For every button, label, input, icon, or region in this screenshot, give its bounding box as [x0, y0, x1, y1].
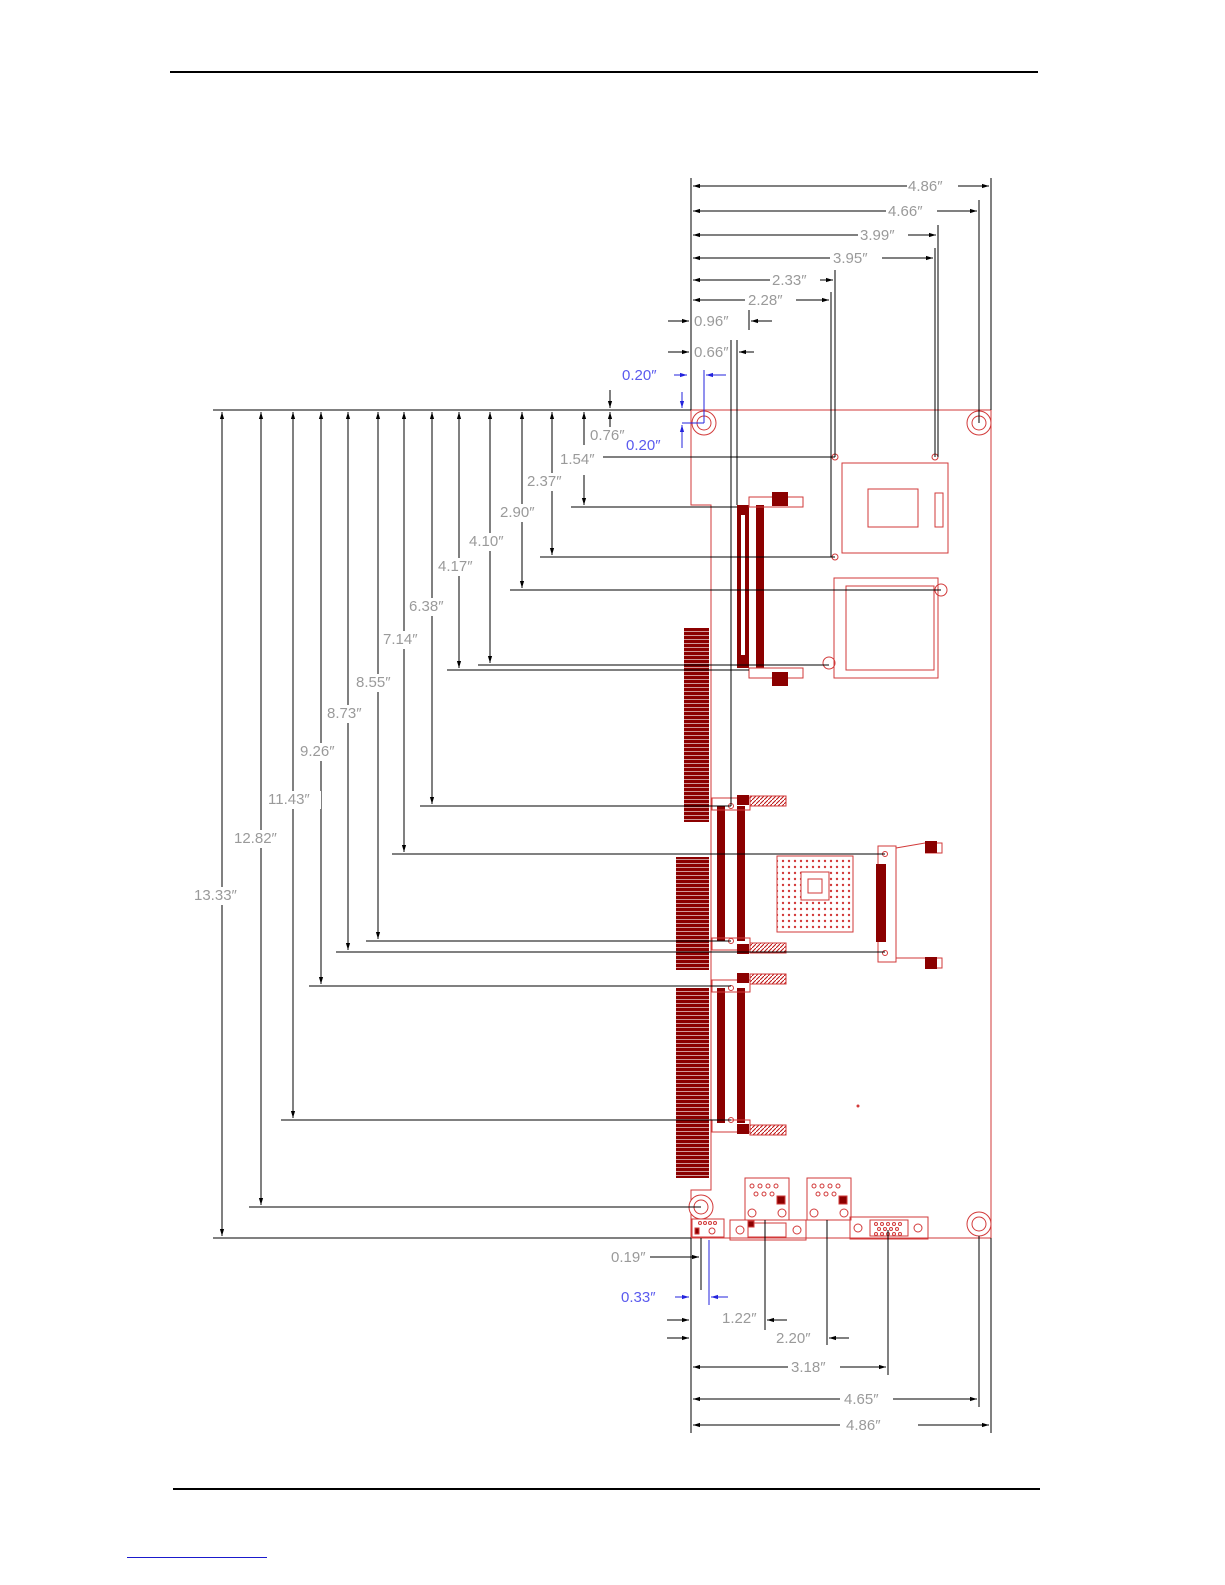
dim-blue-020-side: 0.20″	[626, 437, 661, 454]
connector-j3	[676, 988, 709, 1178]
top-dimensions	[668, 178, 991, 806]
dim-left-638: 6.38″	[409, 598, 444, 615]
dim-top-466: 4.66″	[888, 203, 923, 220]
marker-dot	[857, 1105, 860, 1108]
dim-left-1282: 12.82″	[234, 830, 278, 847]
dim-bottom-318: 3.18″	[791, 1359, 826, 1376]
rj45-connector-2	[807, 1178, 851, 1220]
dim-076: 0.76″	[590, 427, 625, 444]
dim-left-873: 8.73″	[327, 705, 362, 722]
mounting-hole-bottom-right	[967, 1212, 991, 1236]
dim-left-154: 1.54″	[560, 451, 595, 468]
dim-left-410: 4.10″	[469, 533, 504, 550]
dim-left-290: 2.90″	[500, 504, 535, 521]
dim-left-417: 4.17″	[438, 558, 473, 575]
dim-blue-020-top: 0.20″	[622, 367, 657, 384]
connector-j1	[684, 628, 709, 822]
expansion-slot	[876, 841, 942, 969]
board-outline	[691, 410, 991, 1238]
pmc-site-2	[712, 973, 786, 1135]
heatsink-area	[823, 578, 947, 678]
dim-top-399: 3.99″	[860, 227, 895, 244]
dim-left-1143: 11.43″	[268, 791, 310, 808]
dim-left-926: 9.26″	[300, 743, 335, 760]
dim-bottom-220: 2.20″	[776, 1330, 811, 1347]
pmc-site-1	[712, 795, 786, 954]
dim-top-233: 2.33″	[772, 272, 807, 289]
dim-top-096: 0.96″	[694, 313, 729, 330]
top-dimension-labels: 4.86″ 4.66″ 3.99″ 3.95″ 2.33″ 2.28″ 0.96…	[694, 178, 943, 361]
usb-connector	[730, 1220, 806, 1240]
dim-bottom-486: 4.86″	[846, 1417, 881, 1434]
dim-left-237: 2.37″	[527, 473, 562, 490]
vga-connector	[850, 1217, 928, 1239]
left-dimensions	[213, 390, 941, 1238]
rj45-connector-1	[745, 1178, 789, 1220]
dim-bottom-465: 4.65″	[844, 1391, 879, 1408]
bottom-dimensions	[650, 1220, 991, 1433]
dim-bottom-019: 0.19″	[611, 1249, 646, 1266]
dim-left-714: 7.14″	[383, 631, 418, 648]
connector-j2	[676, 857, 709, 970]
dim-top-066: 0.66″	[694, 344, 729, 361]
dim-top-395: 3.95″	[833, 250, 868, 267]
dim-bottom-122: 1.22″	[722, 1310, 757, 1327]
dim-bottom-033: 0.33″	[621, 1289, 656, 1306]
bottom-dimension-labels: 0.19″ 0.33″ 1.22″ 2.20″ 3.18″ 4.65″ 4.86…	[611, 1249, 881, 1434]
status-leds	[692, 1219, 724, 1237]
sodimm-socket-1	[737, 492, 803, 686]
dim-left-855: 8.55″	[356, 674, 391, 691]
bga-chipset	[777, 856, 853, 932]
dim-top-228: 2.28″	[748, 292, 783, 309]
dim-left-1333: 13.33″	[194, 887, 238, 904]
dim-top-486: 4.86″	[908, 178, 943, 195]
cpu-socket	[832, 454, 948, 560]
